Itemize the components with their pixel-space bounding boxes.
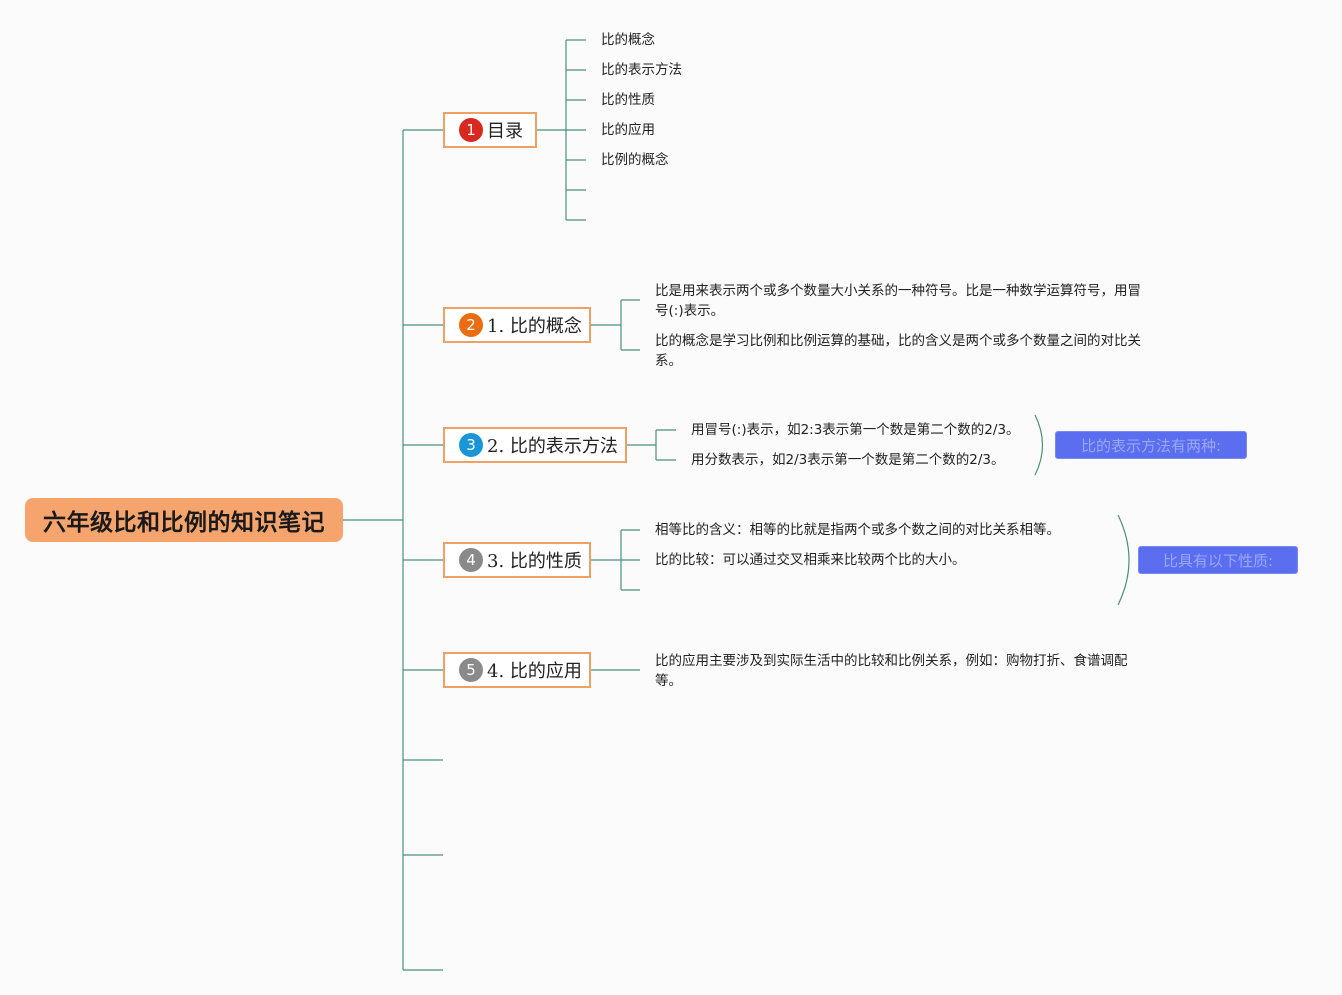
subtopic-item[interactable]: 比的应用主要涉及到实际生活中的比较和比例关系，例如：购物打折、食谱调配等。: [655, 653, 1128, 689]
subtopic-item[interactable]: 比的表示方法: [601, 62, 682, 78]
subtopic-item[interactable]: 比是用来表示两个或多个数量大小关系的一种符号。比是一种数学运算符号，用冒号(:)…: [655, 283, 1141, 319]
topic-ratio-properties[interactable]: 4 3. 比的性质: [443, 542, 591, 578]
topic-ratio-representation[interactable]: 3 2. 比的表示方法: [443, 427, 627, 463]
root-title: 六年级比和比例的知识笔记: [43, 510, 325, 536]
topic-label: 4. 比的应用: [487, 661, 582, 682]
subtopic-item[interactable]: 用分数表示，如2/3表示第一个数是第二个数的2/3。: [691, 452, 1005, 468]
subtopic-item[interactable]: 比的比较：可以通过交叉相乘来比较两个比的大小。: [655, 552, 966, 568]
number-badge-icon: 2: [459, 313, 483, 337]
summary-box[interactable]: 比具有以下性质:: [1138, 546, 1298, 574]
summary-box[interactable]: 比的表示方法有两种:: [1055, 431, 1247, 459]
summary-text: 比的表示方法有两种:: [1080, 436, 1222, 455]
topic-ratio-concept[interactable]: 2 1. 比的概念: [443, 307, 591, 343]
subtopic-item[interactable]: 相等比的含义：相等的比就是指两个或多个数之间的对比关系相等。: [655, 522, 1060, 538]
subtopic-item[interactable]: 比例的概念: [601, 152, 669, 168]
topic-contents[interactable]: 1 目录: [443, 112, 537, 148]
subtopic-item[interactable]: 比的性质: [601, 92, 655, 108]
topic-label: 2. 比的表示方法: [487, 436, 618, 457]
topic-label: 3. 比的性质: [487, 551, 582, 572]
subtopic-item[interactable]: 比的概念是学习比例和比例运算的基础，比的含义是两个或多个数量之间的对比关系。: [655, 333, 1141, 369]
number-badge-icon: 4: [459, 548, 483, 572]
topic-ratio-application[interactable]: 5 4. 比的应用: [443, 652, 591, 688]
number-badge-icon: 5: [459, 658, 483, 682]
subtopic-item[interactable]: 比的概念: [601, 32, 655, 48]
topic-label: 1. 比的概念: [487, 316, 582, 337]
root-topic[interactable]: 六年级比和比例的知识笔记: [25, 498, 343, 542]
number-badge-icon: 1: [459, 118, 483, 142]
number-badge-icon: 3: [459, 433, 483, 457]
summary-text: 比具有以下性质:: [1162, 551, 1274, 570]
topic-label: 目录: [487, 121, 523, 142]
subtopic-item[interactable]: 用冒号(:)表示，如2:3表示第一个数是第二个数的2/3。: [691, 422, 1020, 438]
subtopic-item[interactable]: 比的应用: [601, 122, 655, 138]
